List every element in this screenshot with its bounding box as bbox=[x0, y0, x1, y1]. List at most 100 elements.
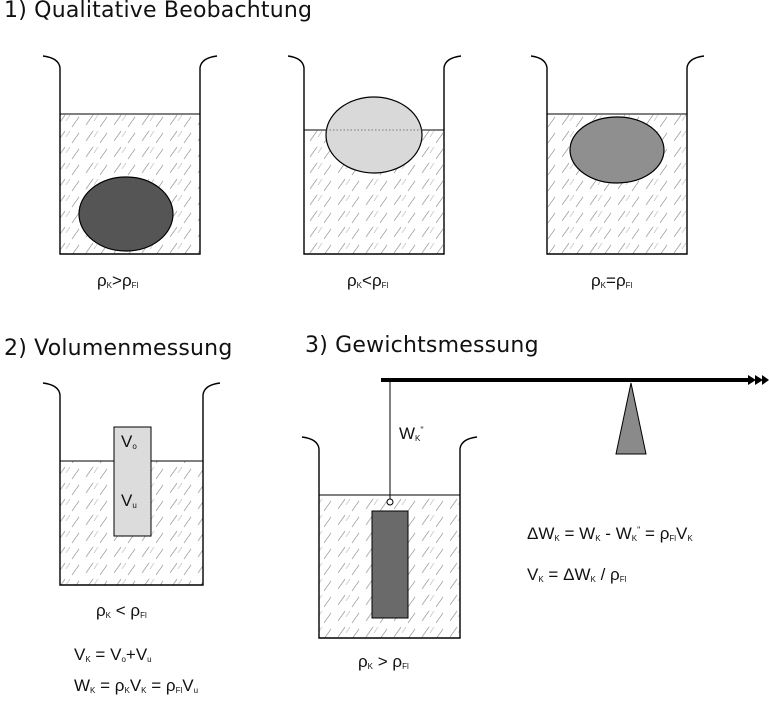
sub-k: K bbox=[105, 611, 112, 620]
label-vu: Vu bbox=[121, 491, 137, 511]
sub-u: u bbox=[193, 686, 199, 695]
sym-v: V bbox=[121, 432, 133, 451]
sym-w: W bbox=[579, 524, 596, 543]
op-eq: = bbox=[100, 676, 111, 695]
sym-w: W bbox=[538, 524, 555, 543]
beaker-wall bbox=[42, 382, 221, 586]
op-minus: - bbox=[605, 524, 611, 543]
sub-k: K bbox=[687, 534, 693, 543]
beaker-wall bbox=[301, 436, 478, 639]
rho: ρ bbox=[371, 271, 382, 290]
sym-v: V bbox=[527, 565, 539, 584]
sub-k: K bbox=[590, 575, 596, 584]
sub-k: K bbox=[631, 534, 638, 543]
op-gt: > bbox=[112, 271, 122, 290]
fulcrum bbox=[615, 382, 647, 455]
op-eq: = bbox=[151, 676, 162, 695]
op-eq: = bbox=[606, 271, 616, 290]
sub-k: K bbox=[124, 686, 130, 695]
rho: ρ bbox=[347, 271, 357, 290]
sym-v: V bbox=[121, 491, 133, 510]
ball-floating bbox=[325, 96, 423, 174]
heading-weight: 3) Gewichtsmessung bbox=[305, 333, 539, 358]
sym-v: V bbox=[182, 676, 194, 695]
op-lt: < bbox=[115, 601, 126, 620]
relation-volume: ρK < ρFl bbox=[96, 601, 147, 621]
sup-dprime: " bbox=[420, 425, 424, 435]
rho: ρ bbox=[659, 524, 670, 543]
sub-k: K bbox=[595, 534, 601, 543]
sub-fl: Fl bbox=[140, 611, 147, 620]
sym-v: V bbox=[129, 676, 142, 695]
relation-sinking: ρK>ρFl bbox=[97, 271, 138, 291]
beaker-wall bbox=[530, 55, 705, 255]
formula-delta-weight: ΔWK = WK - WK" = ρFlVK bbox=[527, 524, 693, 544]
heading-qualitative: 1) Qualitative Beobachtung bbox=[4, 0, 313, 23]
op-lt: < bbox=[362, 271, 372, 290]
relation-suspended: ρK=ρFl bbox=[591, 271, 632, 291]
rho: ρ bbox=[165, 676, 176, 695]
relation-weight: ρK > ρFl bbox=[358, 652, 409, 672]
op-eq: = bbox=[95, 645, 106, 664]
rho: ρ bbox=[96, 601, 106, 620]
sub-o: o bbox=[132, 442, 137, 451]
sub-k: K bbox=[106, 281, 113, 290]
beam-continuation-arrows bbox=[748, 375, 769, 385]
cylinder-light bbox=[113, 426, 152, 537]
sym-w: W bbox=[574, 565, 591, 584]
sym-delta: Δ bbox=[563, 565, 575, 584]
sym-v: V bbox=[135, 645, 148, 664]
sub-k: K bbox=[367, 662, 374, 671]
sub-k: K bbox=[356, 281, 363, 290]
cylinder-dark bbox=[371, 510, 409, 619]
balance bbox=[381, 375, 769, 455]
heading-volume: 2) Volumenmessung bbox=[4, 336, 233, 361]
sub-fl: Fl bbox=[131, 281, 139, 290]
sym-v: V bbox=[110, 645, 122, 664]
op-eq: = bbox=[645, 524, 655, 543]
op-gt: > bbox=[377, 652, 388, 671]
sub-fl: Fl bbox=[381, 281, 389, 290]
formula-volume-sum: VK = Vo+Vu bbox=[74, 645, 152, 665]
ball-sinking bbox=[78, 176, 174, 252]
beaker-wall bbox=[287, 55, 462, 255]
op-eq: = bbox=[564, 524, 575, 543]
sub-k: K bbox=[85, 655, 91, 664]
sym-w: W bbox=[74, 676, 91, 695]
beaker-suspended bbox=[530, 55, 705, 255]
beaker-wall bbox=[42, 55, 218, 255]
rho: ρ bbox=[130, 601, 141, 620]
beaker-volume bbox=[42, 382, 221, 586]
sym-w: W bbox=[615, 524, 632, 543]
sub-o: o bbox=[121, 655, 126, 664]
sym-delta: Δ bbox=[527, 524, 539, 543]
beaker-weight bbox=[301, 381, 478, 639]
sub-u: u bbox=[132, 501, 137, 510]
label-vo: Vo bbox=[121, 432, 137, 452]
beaker-floating bbox=[287, 55, 462, 255]
rho: ρ bbox=[615, 271, 626, 290]
sub-fl: Fl bbox=[619, 575, 627, 584]
formula-volume-from-weight: VK = ΔWK / ρFl bbox=[527, 565, 626, 585]
rho: ρ bbox=[121, 271, 132, 290]
sub-k: K bbox=[90, 686, 96, 695]
sub-k: K bbox=[600, 281, 607, 290]
rho: ρ bbox=[392, 652, 403, 671]
relation-floating: ρK<ρFl bbox=[347, 271, 388, 291]
sub-k: K bbox=[538, 575, 544, 584]
rho: ρ bbox=[114, 676, 125, 695]
sym-v: V bbox=[74, 645, 86, 664]
sub-k: K bbox=[415, 434, 421, 443]
sub-fl: Fl bbox=[625, 281, 633, 290]
op-eq: = bbox=[548, 565, 559, 584]
rho: ρ bbox=[97, 271, 107, 290]
sup-dprime: " bbox=[637, 525, 641, 535]
op-slash: / bbox=[600, 565, 606, 584]
sym-w: W bbox=[399, 424, 416, 443]
hook-ring bbox=[386, 498, 394, 506]
sub-u: u bbox=[147, 655, 152, 664]
sub-fl: Fl bbox=[669, 534, 677, 543]
beaker-sinking bbox=[42, 55, 218, 255]
